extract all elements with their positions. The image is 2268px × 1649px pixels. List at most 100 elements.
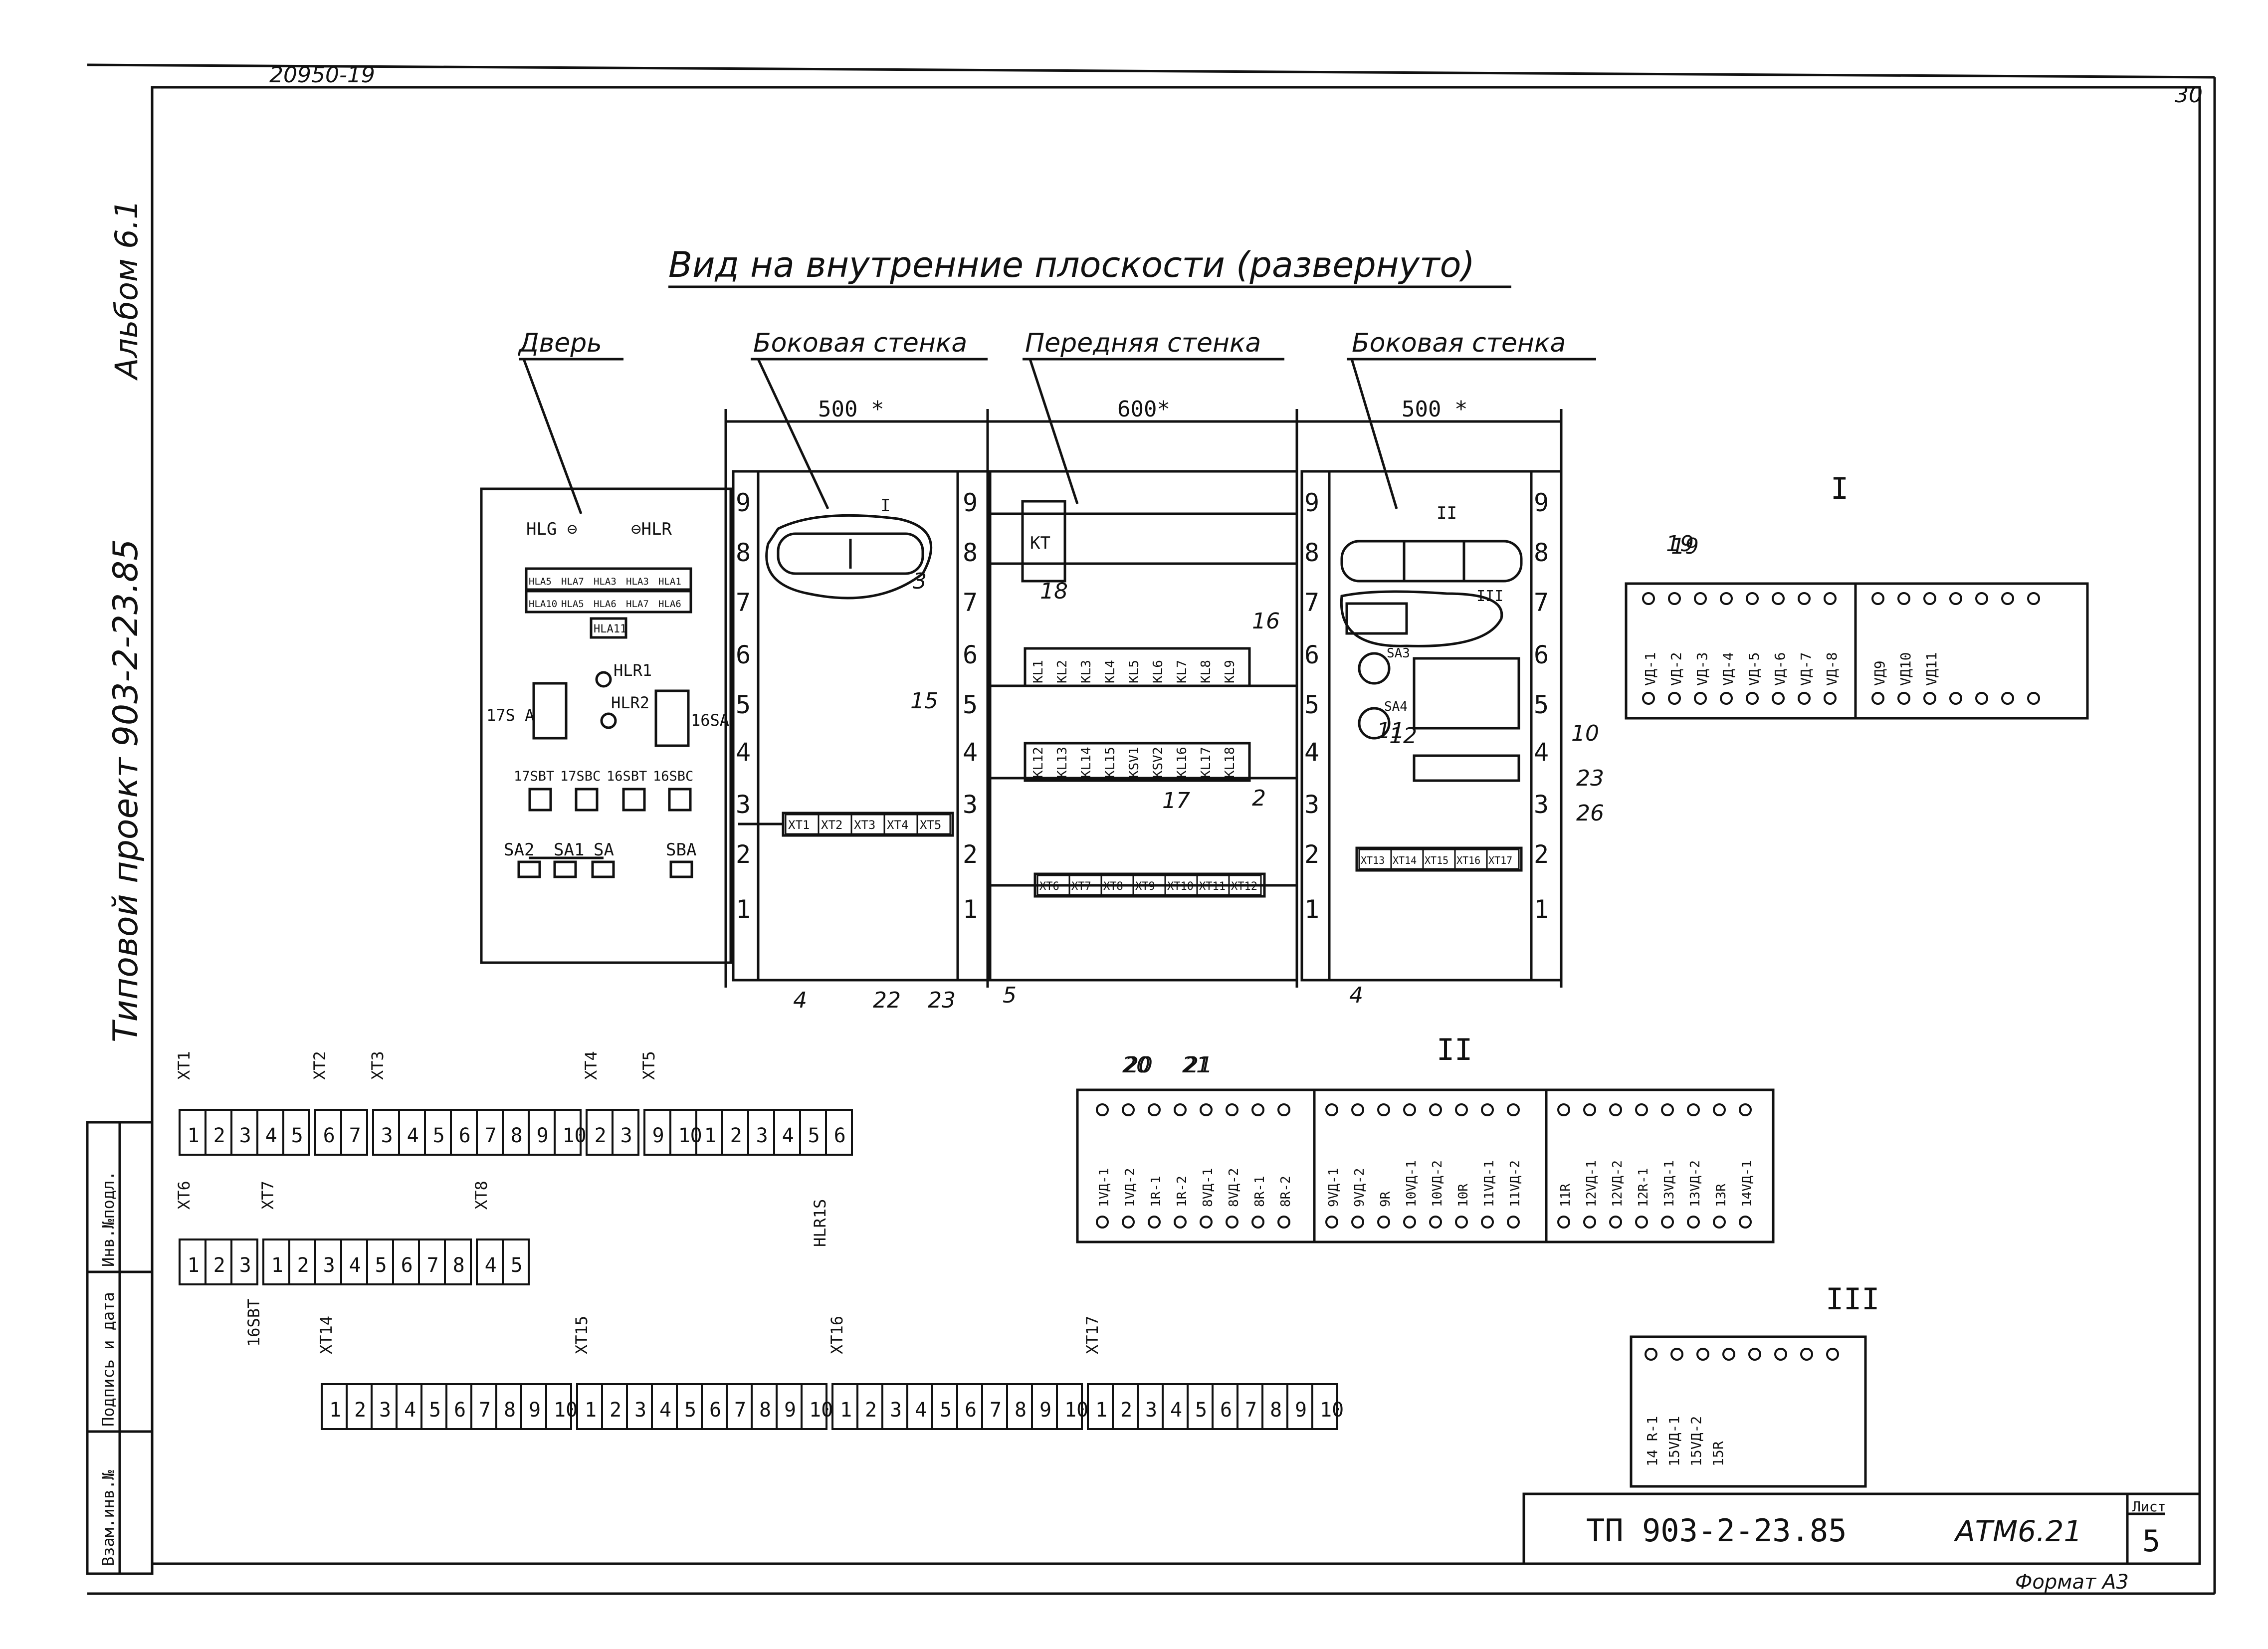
front-relay-r2-3: KL15 [1103, 747, 1118, 778]
detail-II-b2-5: 10R [1456, 1184, 1471, 1207]
strip-row1-cell-1-1: 7 [349, 1124, 361, 1147]
detail-II-hole [1455, 1216, 1468, 1229]
strip-row3-cell-3-7: 8 [1270, 1399, 1282, 1422]
strip-row2-cell-0-1: 2 [213, 1254, 225, 1277]
detail-III-hole [1722, 1348, 1735, 1361]
detail-III-hole [1645, 1348, 1657, 1361]
strip-row1-cell-1-0: 6 [323, 1124, 335, 1147]
detail-II-hole [1481, 1103, 1494, 1116]
strip-row1-cell-4-6: 5 [808, 1124, 820, 1147]
strip-row2-name-1: XT7 [258, 1181, 277, 1210]
strip-row3-cell-2-0: 1 [840, 1399, 852, 1422]
door-button-3: 16SBC [653, 769, 693, 784]
detail-II-hole [1277, 1216, 1290, 1229]
strip-row1-name-3: XT4 [582, 1051, 601, 1080]
detail-I-right-2: VД11 [1923, 652, 1940, 686]
detail-III-label-0: 14 R-1 [1644, 1416, 1660, 1466]
detail-III-hole [1800, 1348, 1813, 1361]
detail-I-hole-top-r [1897, 592, 1910, 605]
inner-frame [151, 86, 2201, 1565]
rail-num-r-5: 5 [1304, 690, 1319, 719]
strip-row2-cell-2-0: 4 [485, 1254, 497, 1277]
rail-num-rr-7: 7 [1534, 588, 1549, 617]
hla-row2-4: HLA6 [658, 599, 681, 610]
detail-I-hole-top-r [1871, 592, 1884, 605]
detail-II-hole [1661, 1103, 1674, 1116]
door-switch-2: SA [594, 840, 614, 860]
strip-row1-cell-4-3: 2 [730, 1124, 742, 1147]
strip-cell [554, 1109, 582, 1156]
front-relay-r2-1: KL13 [1055, 747, 1070, 778]
detail-II-hole [1096, 1216, 1109, 1229]
strip-row2-note: 16SBT [244, 1299, 263, 1347]
strip-row3-cell-2-4: 5 [940, 1399, 952, 1422]
hla-row2-0: HLA10 [529, 599, 557, 610]
detail-III-label-2: 15VД-2 [1688, 1416, 1704, 1466]
detail-II-hole [1403, 1216, 1416, 1229]
detail-II-b3-7: 14VД-1 [1740, 1160, 1755, 1207]
detail-II-hole [1200, 1103, 1213, 1116]
strip-row1-cell-0-3: 4 [265, 1124, 277, 1147]
section-door: Дверь [518, 328, 602, 358]
detail-II-hole [1713, 1103, 1726, 1116]
strip-row2-cell-1-4: 5 [375, 1254, 387, 1277]
detail-II-hole [1174, 1103, 1187, 1116]
detail-II-b3-2: 12VД-2 [1610, 1160, 1625, 1207]
front-relay-r1-6: KL7 [1175, 660, 1190, 683]
hla-row1-4: HLA1 [658, 576, 681, 587]
front-relay-r2-4: KSV1 [1127, 747, 1142, 778]
detail-III-mark: III [1826, 1282, 1879, 1317]
rail-num-m-5: 5 [963, 690, 978, 719]
title-sheet-label: Лист [2132, 1498, 2166, 1515]
detail-I-hole-bot [1746, 692, 1759, 705]
strip-row1-cell-0-2: 3 [239, 1124, 251, 1147]
detail-I-left-1: VД-2 [1668, 652, 1684, 686]
strip-cell [502, 1238, 530, 1285]
rail-num-l-8: 8 [736, 538, 751, 567]
detail-I-left-7: VД-8 [1824, 652, 1840, 686]
rail-num-l-4: 4 [736, 738, 751, 767]
detail-I-left-3: VД-4 [1720, 652, 1736, 686]
rail-num-rr-3: 3 [1534, 790, 1549, 819]
detail-II-b2-6: 11VД-1 [1482, 1160, 1497, 1207]
section-right-side: Боковая стенка [1352, 328, 1566, 358]
detail-II-mark: II [1437, 1032, 1472, 1067]
detail-II-b1-6: 8R-1 [1252, 1176, 1267, 1207]
callout-10: 10 [1571, 721, 1599, 746]
strip-row3-cell-2-1: 2 [865, 1399, 877, 1422]
side-left-terminal-2: XT3 [854, 818, 875, 832]
detail-II-hole [1377, 1103, 1390, 1116]
detail-II-hole [1174, 1216, 1187, 1229]
strip-row2-cell-2-1: 5 [511, 1254, 523, 1277]
door-button-1: 17SBC [560, 769, 601, 784]
detail-III-label-3: 15R [1710, 1441, 1726, 1466]
detail-III-hole [1826, 1348, 1839, 1361]
detail-II-hole [1687, 1216, 1700, 1229]
front-relay-r1-4: KL5 [1127, 660, 1142, 683]
detail-II-hole [1351, 1216, 1364, 1229]
detail-II-hole [1507, 1216, 1520, 1229]
detail-II-hole [1096, 1103, 1109, 1116]
detail-II-hole [1251, 1103, 1264, 1116]
strip-row3-cell-0-0: 1 [329, 1399, 341, 1422]
strip-cell [1056, 1383, 1083, 1430]
strip-row1-cell-2-4: 7 [485, 1124, 497, 1147]
side-right-terminal-2: XT15 [1425, 854, 1448, 866]
strip-cell [230, 1238, 258, 1285]
detail-III-hole [1670, 1348, 1683, 1361]
callout-4: 4 [793, 988, 807, 1013]
detail-I-hole-top [1798, 592, 1811, 605]
front-relay-r2-2: KL14 [1079, 747, 1094, 778]
strip-row1-name-2: XT3 [368, 1051, 387, 1080]
strip-row3-cell-1-6: 7 [734, 1399, 746, 1422]
strip-row2-cell-1-0: 1 [271, 1254, 283, 1277]
hla-row3-0: HLA11 [594, 623, 626, 635]
detail-II-callout-1: 21 [1185, 1052, 1213, 1078]
detail-I-hole-top [1694, 592, 1707, 605]
detail-I-hole-top-r [2027, 592, 2040, 605]
strip-row3-cell-0-3: 4 [404, 1399, 416, 1422]
strip-row2-cell-1-3: 4 [349, 1254, 361, 1277]
strip-row2-cell-1-7: 8 [453, 1254, 465, 1277]
detail-II-hole [1661, 1216, 1674, 1229]
detail-II-hole [1609, 1216, 1622, 1229]
